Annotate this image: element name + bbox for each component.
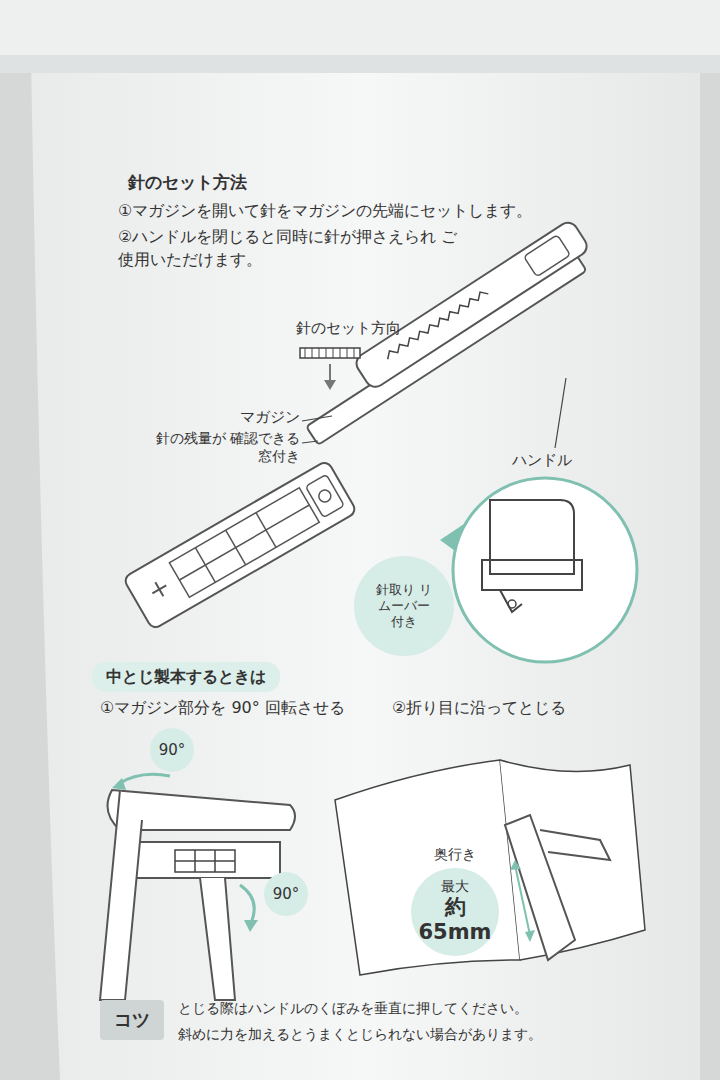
angle-circle: 90° [264, 872, 308, 916]
node-text: 90° [159, 741, 186, 760]
dimension-heading: 奥行き [434, 846, 476, 864]
tip-box: コツ [100, 1000, 164, 1040]
depth-callout: 奥行き最大約65mm [405, 846, 505, 956]
leader-line [555, 378, 566, 448]
section-band: 中とじ製本するときは [92, 662, 280, 692]
dimension-caption: 最大 [441, 878, 469, 895]
label-text: マガジン [172, 407, 300, 429]
label-text: ②ハンドルを閉じると同時に針が押さえられ ご使用いただけます。 [118, 225, 468, 271]
dimension-circle: 最大約65mm [411, 868, 499, 956]
node-text: 中とじ製本するときは [106, 667, 266, 687]
node-text: コツ [114, 1009, 150, 1032]
node-text: 針取り リムーバー 付き [373, 582, 435, 631]
label-text: ②折り目に沿ってとじる [392, 696, 566, 719]
label-text: 斜めに力を加えるとうまくとじられない場合があります。 [178, 1024, 542, 1044]
label-text: 針の残量が 確認できる窓付き [150, 430, 300, 465]
label-text: とじる際はハンドルのくぼみを垂直に押してください。 [178, 998, 528, 1018]
label-text: ①マガジン部分を 90° 回転させる [100, 696, 345, 719]
remover-inset [440, 478, 637, 662]
leader-line [302, 416, 332, 421]
callout-circle: 針取り リムーバー 付き [354, 556, 454, 656]
package-bag [30, 0, 700, 1080]
stapler-base [123, 460, 357, 630]
label-text: 針のセット方法 [128, 170, 247, 195]
label-text: ハンドル [512, 450, 572, 472]
seal-ridge [0, 55, 720, 73]
node-text: 90° [273, 885, 300, 904]
angle-circle: 90° [150, 728, 194, 772]
staple-strip [300, 348, 360, 390]
leader-line [302, 441, 318, 443]
stapler-handle [290, 219, 599, 445]
label-text: ①マガジンを開いて針をマガジンの先端にセットします。 [118, 199, 532, 222]
label-text: 針のセット方向 [296, 318, 401, 340]
dimension-value: 約65mm [411, 895, 499, 945]
booklet [335, 760, 645, 975]
